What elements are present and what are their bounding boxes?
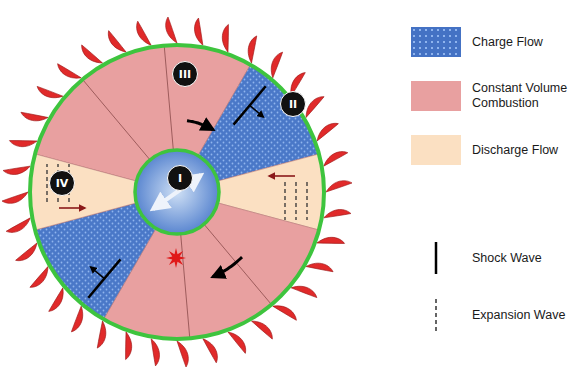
legend-swatch [411, 135, 461, 165]
shock-direction-arrow [250, 105, 264, 117]
passage-divider [83, 79, 150, 159]
blade [326, 181, 352, 192]
legend-symbols [436, 242, 437, 331]
blade [291, 279, 318, 304]
callout-number: II [280, 91, 306, 117]
expansion-wave [295, 182, 296, 220]
blade [9, 132, 37, 152]
blade [313, 121, 341, 141]
blade [65, 306, 90, 333]
callout-text: II [289, 99, 297, 110]
callout-text: I [178, 173, 182, 184]
rotation-arrow [213, 257, 242, 277]
blade [147, 339, 163, 367]
blade [306, 257, 334, 280]
blade [242, 35, 265, 63]
blade [324, 207, 352, 223]
expansion-wave-symbol [435, 299, 437, 331]
expansion-wave [306, 182, 307, 220]
legend-label: Discharge Flow [472, 143, 580, 158]
blade [2, 192, 28, 203]
blade [56, 58, 81, 85]
blade [90, 321, 113, 349]
blade [203, 337, 219, 365]
blade [106, 28, 126, 56]
blade [177, 341, 188, 367]
legend-label: Shock Wave [472, 251, 580, 266]
legend-label: Expansion Wave [472, 308, 580, 323]
blade [264, 51, 289, 78]
shock-wave-symbol [435, 242, 438, 274]
blade [192, 18, 208, 46]
blade [228, 328, 248, 356]
blade [3, 162, 31, 178]
discharge-arrow [269, 175, 295, 177]
passage-divider [204, 224, 271, 304]
blade [80, 40, 103, 68]
rotation-arrow [187, 121, 213, 130]
legend-swatch [411, 81, 461, 111]
blade [135, 20, 151, 48]
passage-divider [181, 234, 190, 339]
ignition-star [166, 248, 186, 268]
blade [43, 288, 70, 313]
callout-text: III [179, 69, 191, 80]
expansion-wave [46, 164, 47, 202]
blade [13, 243, 41, 263]
hub [135, 150, 219, 234]
shock-direction-arrow [91, 267, 105, 279]
shock-wave [88, 259, 120, 297]
discharge-sector [30, 154, 136, 230]
callout-text: IV [56, 178, 69, 189]
callout-number: I [167, 165, 193, 191]
blade [166, 17, 177, 43]
turbine-blades [2, 17, 352, 367]
rotor-disk [30, 45, 324, 339]
rotor-outer-ring [30, 45, 324, 339]
blade [5, 218, 33, 234]
shock-wave [234, 86, 266, 124]
blade [36, 80, 63, 105]
blade [117, 332, 137, 360]
blade [25, 267, 53, 290]
blade [273, 299, 298, 326]
blade [322, 150, 350, 166]
callout-number: III [172, 61, 198, 87]
blade [252, 315, 275, 343]
callout-number: IV [49, 170, 75, 196]
blade [317, 232, 345, 252]
discharge-arrow [59, 207, 85, 209]
legend-label: Charge Flow [472, 35, 580, 50]
blade [217, 24, 237, 52]
legend-label: Constant Volume Combustion [472, 81, 580, 111]
passage-divider [164, 46, 173, 151]
expansion-wave [284, 182, 285, 220]
legend-swatch [411, 27, 461, 57]
blade [20, 105, 48, 128]
